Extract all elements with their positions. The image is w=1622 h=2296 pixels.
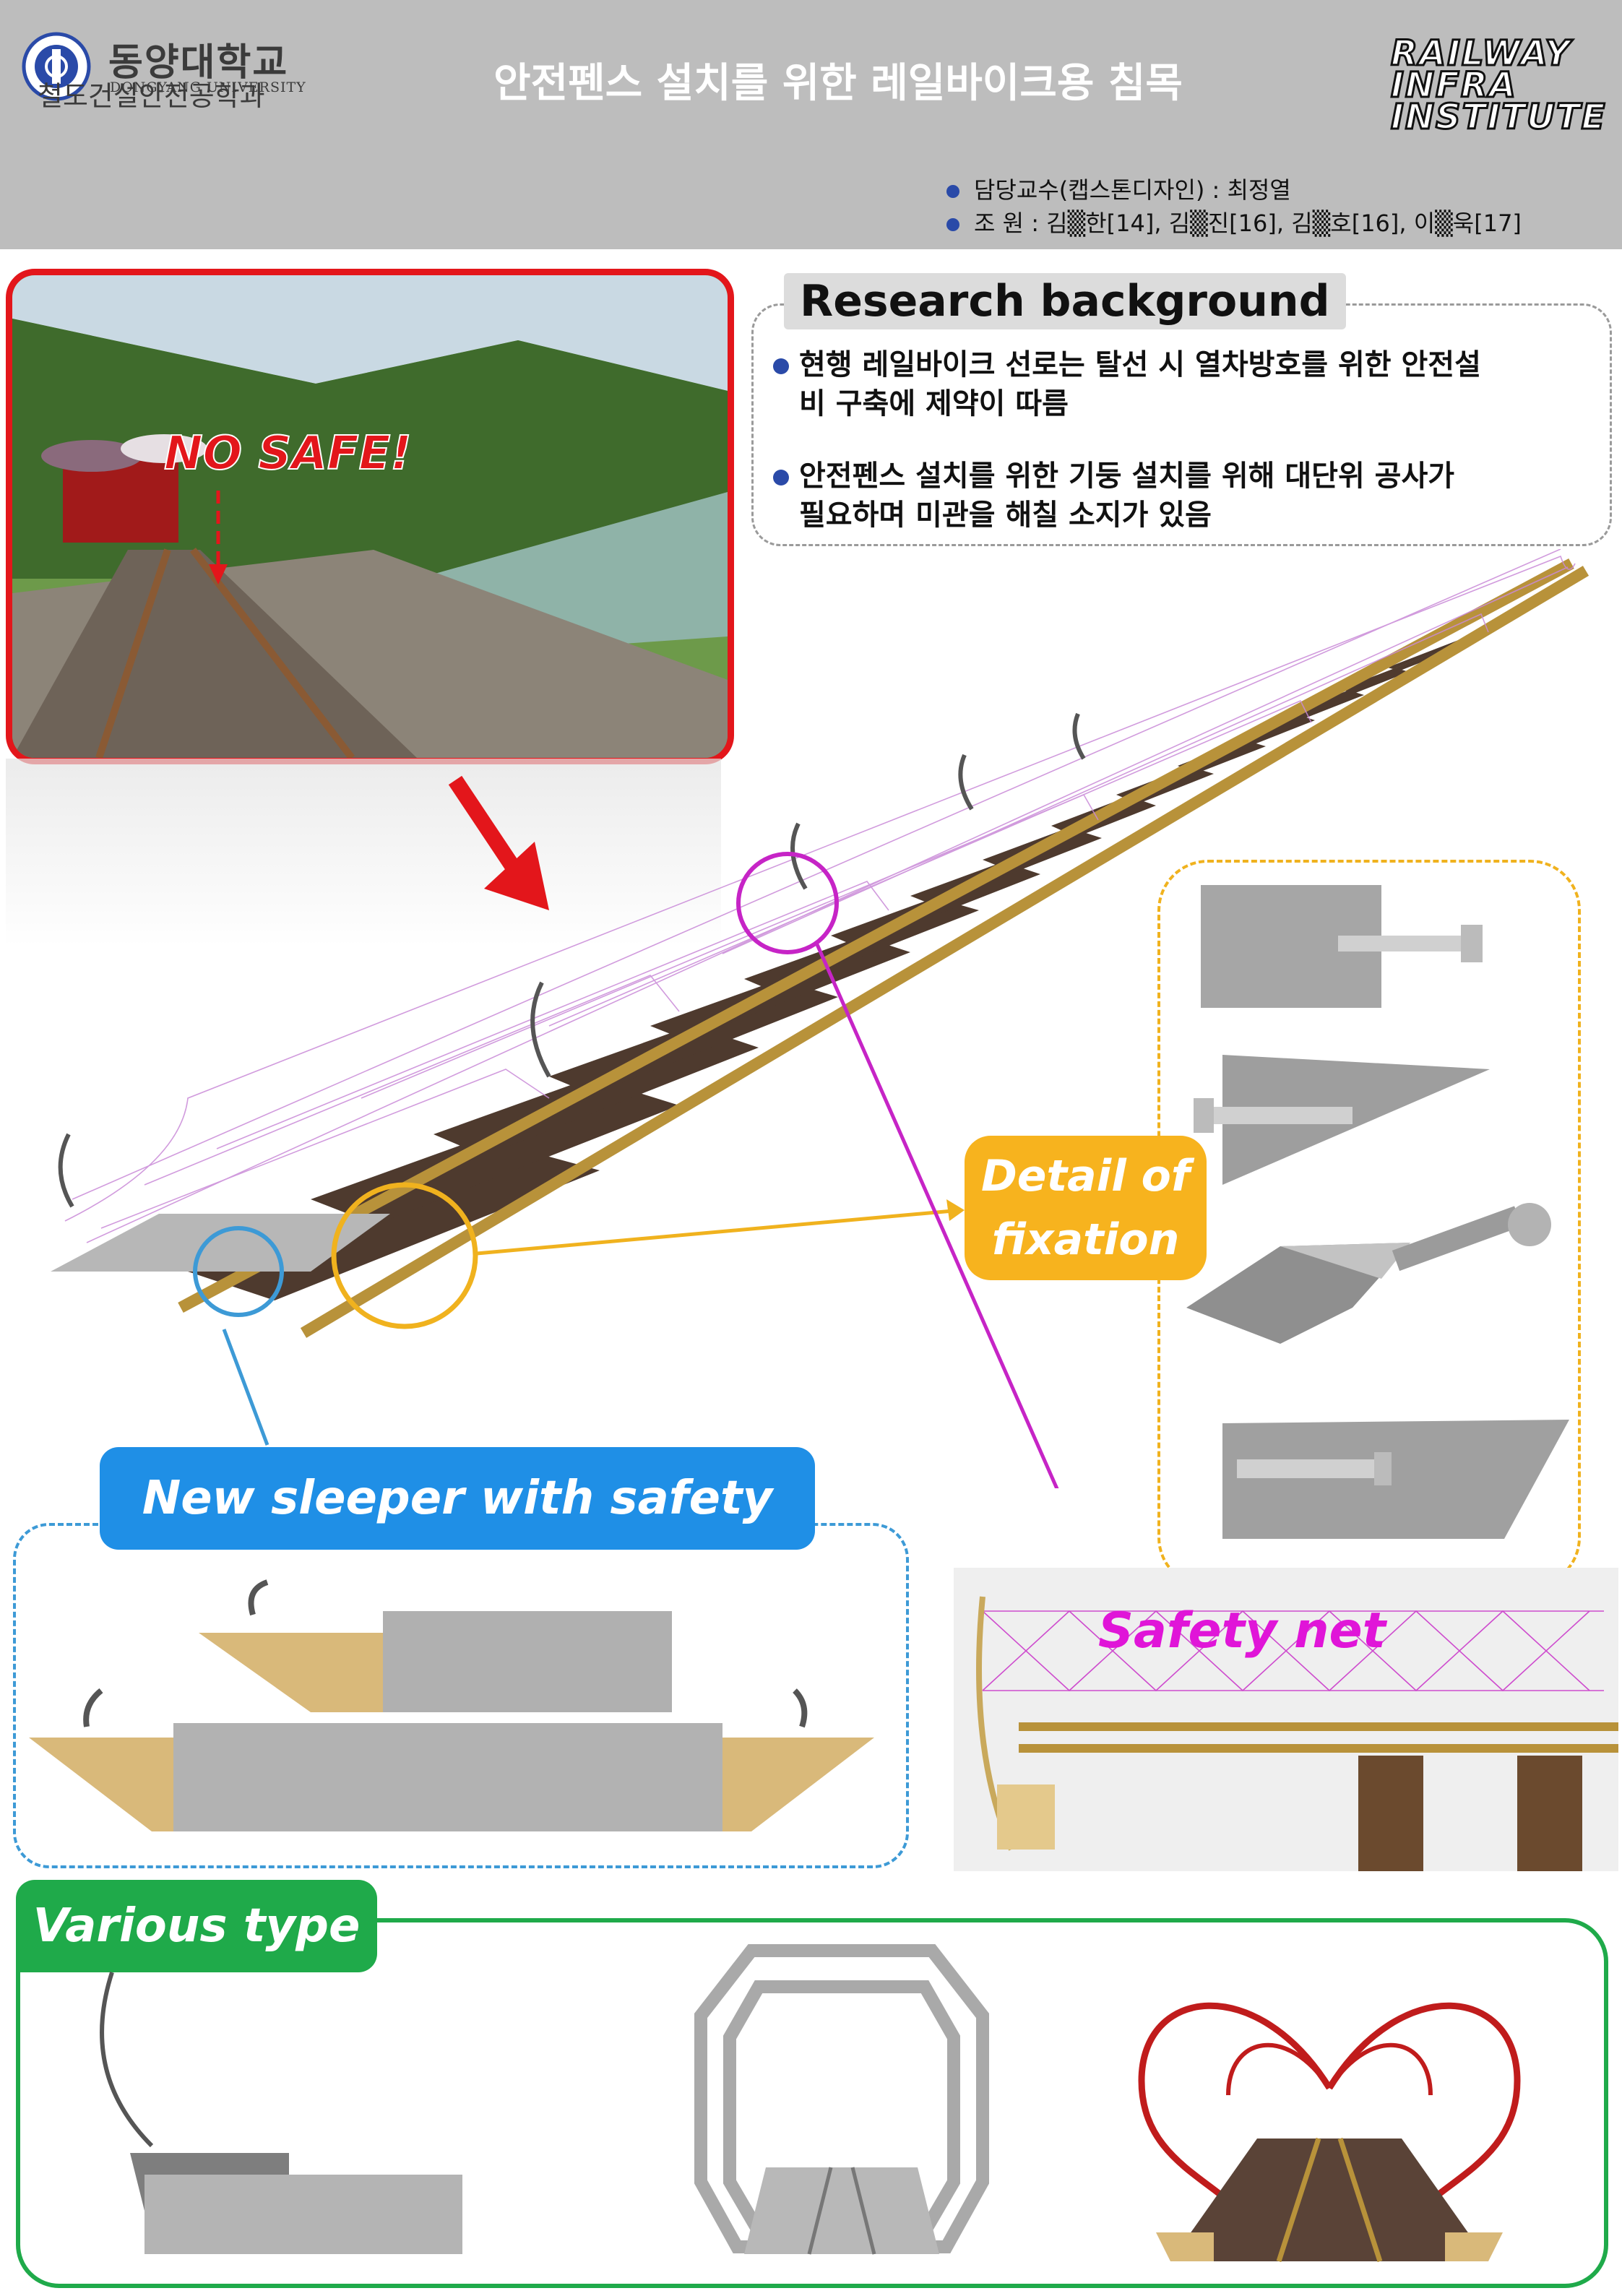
advisor-text: 담당교수(캡스톤디자인) : 최정열 bbox=[974, 176, 1291, 204]
new-sleeper-long bbox=[29, 1688, 874, 1831]
safety-net-mesh bbox=[64, 549, 1576, 1243]
research-item-1: 현행 레일바이크 선로는 탈선 시 열차방호를 위한 안전설 비 구축에 제약이… bbox=[773, 345, 1589, 423]
safety-net-mesh-detail bbox=[982, 1610, 1604, 1692]
research-item-2-line-2: 필요하며 미관을 해칠 소지가 있음 bbox=[799, 499, 1212, 532]
red-arrow-icon bbox=[448, 775, 549, 910]
fixation-detail-drawings bbox=[1186, 885, 1569, 1539]
fixation-view-3 bbox=[1186, 1203, 1551, 1344]
sleeper-highlight-circle bbox=[193, 1226, 284, 1317]
net-connector bbox=[814, 941, 1059, 1488]
new-sleeper-short bbox=[199, 1579, 672, 1712]
poster-title: 안전펜스 설치를 위한 레일바이크용 침목 bbox=[493, 60, 1183, 107]
institute-line-3: INSTITUTE bbox=[1390, 97, 1607, 137]
various-type-box bbox=[16, 1918, 1608, 2288]
institute-line-1: RAILWAY bbox=[1390, 33, 1572, 74]
research-background-title: Research background bbox=[784, 273, 1346, 329]
bullet-icon bbox=[773, 358, 789, 374]
railway-institute-logo: RAILWAY INFRA INSTITUTE bbox=[1390, 33, 1607, 146]
net-highlight-circle bbox=[736, 852, 839, 954]
various-type-drawings bbox=[100, 1944, 1521, 2263]
fixation-connector bbox=[476, 1208, 962, 1256]
sleeper-connector bbox=[222, 1329, 269, 1446]
railbike-photo: NO SAFE! bbox=[6, 269, 734, 764]
fixation-view-1 bbox=[1201, 885, 1483, 1008]
bullet-icon bbox=[773, 470, 789, 485]
type-heart-arch bbox=[1138, 2002, 1521, 2263]
team-info: 담당교수(캡스톤디자인) : 최정열 조 원 : 김▒한[14], 김▒진[16… bbox=[946, 173, 1522, 240]
research-item-1-line-2: 비 구축에 제약이 따름 bbox=[799, 387, 1069, 420]
bullet-icon bbox=[946, 185, 959, 198]
research-item-2: 안전펜스 설치를 위한 기둥 설치를 위해 대단위 공사가 필요하며 미관을 해… bbox=[773, 457, 1589, 535]
detail-of-fixation-line-2: fixation bbox=[991, 1214, 1180, 1265]
header-bar: 동양대학교 DONGYANG UNIVERSITY 철도건설안전공학과 안전펜스… bbox=[0, 0, 1622, 249]
new-sleeper-end bbox=[51, 1214, 390, 1272]
type-single-arch bbox=[100, 1972, 462, 2254]
safety-net-drawing bbox=[954, 1568, 1618, 1871]
type-tunnel-track bbox=[744, 2167, 939, 2255]
members-line: 조 원 : 김▒한[14], 김▒진[16], 김▒호[16], 이▒욱[17] bbox=[946, 207, 1522, 240]
institute-line-2: INFRA bbox=[1390, 65, 1517, 105]
fixation-highlight-circle bbox=[331, 1182, 478, 1329]
department-name: 철도건설안전공학과 bbox=[38, 80, 265, 112]
various-type-label: Various type bbox=[16, 1880, 377, 1972]
university-emblem-icon bbox=[22, 32, 91, 101]
bullet-icon bbox=[946, 218, 959, 231]
no-safe-warning: NO SAFE! bbox=[163, 426, 412, 481]
detail-of-fixation-line-1: Detail of bbox=[980, 1151, 1190, 1201]
university-logo: 동양대학교 DONGYANG UNIVERSITY bbox=[22, 27, 325, 136]
net-sleeper-end bbox=[997, 1784, 1055, 1850]
research-item-1-line-1: 현행 레일바이크 선로는 탈선 시 열차방호를 위한 안전설 bbox=[799, 348, 1481, 381]
university-name: 동양대학교 bbox=[108, 41, 289, 85]
advisor-line: 담당교수(캡스톤디자인) : 최정열 bbox=[946, 173, 1522, 207]
railbike-scene-image bbox=[12, 275, 728, 758]
university-english-name: DONGYANG UNIVERSITY bbox=[110, 79, 306, 95]
members-text: 조 원 : 김▒한[14], 김▒진[16], 김▒호[16], 이▒욱[17] bbox=[974, 210, 1522, 237]
research-item-2-line-1: 안전펜스 설치를 위한 기둥 설치를 위해 대단위 공사가 bbox=[799, 459, 1455, 493]
new-sleeper-label: New sleeper with safety fence bbox=[100, 1447, 815, 1628]
fixation-arrowhead-icon bbox=[946, 1199, 965, 1221]
fixation-view-2 bbox=[1194, 1055, 1490, 1185]
fixation-view-4 bbox=[1222, 1420, 1569, 1539]
new-sleeper-drawings bbox=[29, 1579, 874, 1831]
detail-of-fixation-label: Detail of fixation bbox=[965, 1136, 1207, 1280]
track-rendering bbox=[6, 549, 1589, 1488]
safety-net-label: Safety net bbox=[1098, 1602, 1386, 1660]
photo-reflection bbox=[6, 759, 721, 946]
